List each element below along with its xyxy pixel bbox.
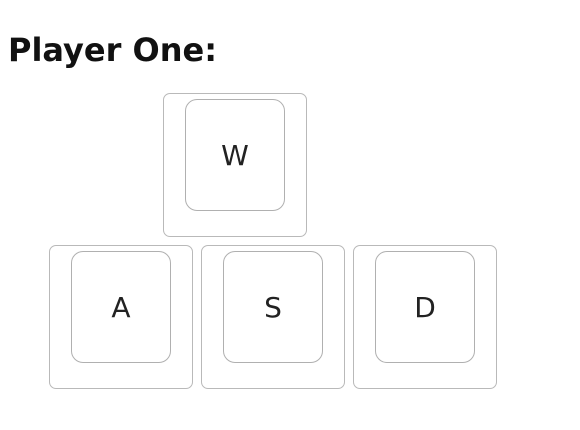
player-one-title: Player One: bbox=[8, 31, 217, 69]
keycap-d: D bbox=[375, 251, 475, 363]
key-label-w: W bbox=[221, 138, 249, 172]
key-label-a: A bbox=[111, 290, 131, 324]
key-d[interactable]: D bbox=[353, 245, 497, 389]
keycap-a: A bbox=[71, 251, 171, 363]
key-label-d: D bbox=[414, 290, 436, 324]
keycap-s: S bbox=[223, 251, 323, 363]
key-label-s: S bbox=[264, 290, 282, 324]
key-w[interactable]: W bbox=[163, 93, 307, 237]
key-s[interactable]: S bbox=[201, 245, 345, 389]
keycap-w: W bbox=[185, 99, 285, 211]
key-a[interactable]: A bbox=[49, 245, 193, 389]
